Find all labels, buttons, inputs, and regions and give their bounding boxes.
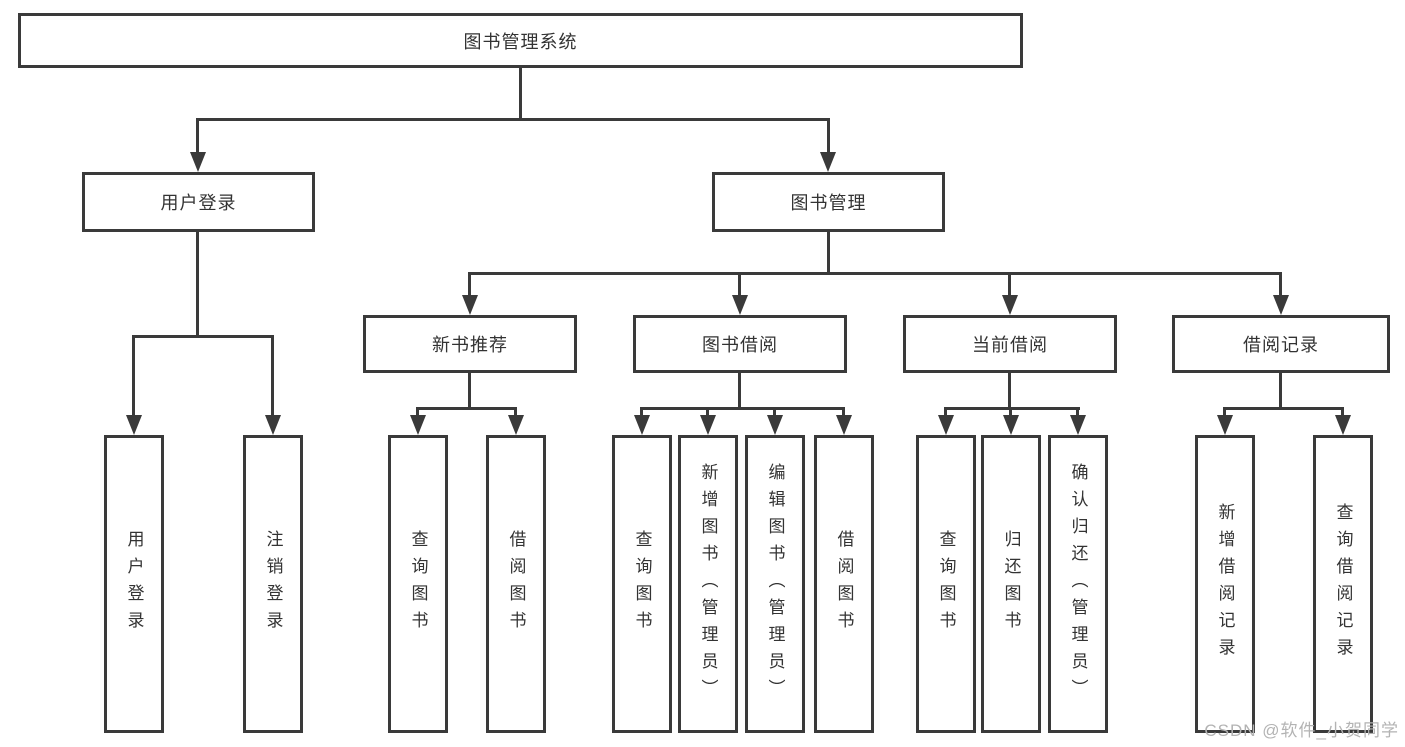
arrowhead-icon <box>1070 415 1086 435</box>
connector-drop <box>1341 407 1344 417</box>
arrowhead-icon <box>938 415 954 435</box>
connector-drop-book-borrowing <box>738 272 741 297</box>
node-book-management: 图书管理 <box>712 172 945 232</box>
arrowhead-icon <box>1335 415 1351 435</box>
connector-root-bus <box>196 118 830 121</box>
leaf-borrowing-add-books-admin: 新增图书（管理员） <box>678 435 738 733</box>
connector-user-login-stem <box>196 232 199 338</box>
leaf-borrowing-borrow-books: 借阅图书 <box>814 435 874 733</box>
node-root-label: 图书管理系统 <box>463 31 578 52</box>
arrowhead-icon <box>700 415 716 435</box>
connector-borrowing-records-stem <box>1279 373 1282 410</box>
connector-drop-borrowing-records <box>1279 272 1282 297</box>
leaf-borrowing-borrow-books-label: 借阅图书 <box>834 530 854 638</box>
arrowhead-icon <box>508 415 524 435</box>
connector-current-borrowing-stem <box>1008 373 1011 410</box>
node-book-borrowing: 图书借阅 <box>633 315 847 373</box>
arrowhead-icon <box>1003 415 1019 435</box>
node-new-book-recommend: 新书推荐 <box>363 315 577 373</box>
leaf-current-return-books-label: 归还图书 <box>1001 530 1021 638</box>
leaf-records-query-record-label: 查询借阅记录 <box>1333 503 1353 665</box>
arrowhead-icon <box>767 415 783 435</box>
leaf-current-query-books: 查询图书 <box>916 435 976 733</box>
leaf-logout-label: 注销登录 <box>263 530 283 638</box>
arrowhead-icon <box>820 152 836 172</box>
connector-book-management-bus <box>468 272 1282 275</box>
leaf-borrowing-query-books-label: 查询图书 <box>632 530 652 638</box>
connector-user-login-bus <box>132 335 274 338</box>
node-book-management-label: 图书管理 <box>790 193 867 213</box>
leaf-records-query-record: 查询借阅记录 <box>1313 435 1373 733</box>
connector-book-borrowing-stem <box>738 373 741 410</box>
leaf-recommend-borrow-books: 借阅图书 <box>486 435 546 733</box>
leaf-borrowing-edit-books-admin: 编辑图书（管理员） <box>745 435 805 733</box>
arrowhead-icon <box>634 415 650 435</box>
connector-drop-logout-leaf <box>271 335 274 417</box>
connector-current-borrowing-bus <box>944 407 1080 410</box>
leaf-records-add-record: 新增借阅记录 <box>1195 435 1255 733</box>
leaf-user-login: 用户登录 <box>104 435 164 733</box>
connector-borrowing-records-bus <box>1223 407 1344 410</box>
arrowhead-icon <box>190 152 206 172</box>
leaf-records-add-record-label: 新增借阅记录 <box>1215 503 1235 665</box>
node-user-login: 用户登录 <box>82 172 315 232</box>
leaf-recommend-query-books: 查询图书 <box>388 435 448 733</box>
connector-drop <box>842 407 845 417</box>
connector-drop-user-login <box>196 118 199 154</box>
arrowhead-icon <box>1273 295 1289 315</box>
leaf-current-return-books: 归还图书 <box>981 435 1041 733</box>
connector-new-book-recommend-stem <box>468 373 471 410</box>
node-user-login-label: 用户登录 <box>160 193 237 213</box>
leaf-current-confirm-return-admin: 确认归还（管理员） <box>1048 435 1108 733</box>
node-root: 图书管理系统 <box>18 13 1023 68</box>
arrowhead-icon <box>1217 415 1233 435</box>
arrowhead-icon <box>462 295 478 315</box>
connector-book-borrowing-bus <box>640 407 845 410</box>
arrowhead-icon <box>836 415 852 435</box>
node-borrowing-records-label: 借阅记录 <box>1243 335 1319 355</box>
node-book-borrowing-label: 图书借阅 <box>702 335 778 355</box>
arrowhead-icon <box>126 415 142 435</box>
leaf-borrowing-add-books-admin-label: 新增图书（管理员） <box>698 462 718 706</box>
connector-drop <box>706 407 709 417</box>
connector-drop-book-management <box>827 118 830 154</box>
leaf-logout: 注销登录 <box>243 435 303 733</box>
connector-drop <box>1009 407 1012 417</box>
connector-book-management-stem <box>827 232 830 275</box>
arrowhead-icon <box>265 415 281 435</box>
node-new-book-recommend-label: 新书推荐 <box>432 335 508 355</box>
node-current-borrowing: 当前借阅 <box>903 315 1117 373</box>
connector-drop <box>1076 407 1079 417</box>
connector-drop <box>514 407 517 417</box>
arrowhead-icon <box>732 295 748 315</box>
leaf-current-confirm-return-admin-label: 确认归还（管理员） <box>1068 462 1088 706</box>
node-borrowing-records: 借阅记录 <box>1172 315 1390 373</box>
watermark: CSDN @软件_小贺同学 <box>1204 721 1399 740</box>
connector-drop-current-borrowing <box>1008 272 1011 297</box>
connector-drop-new-book-recommend <box>468 272 471 297</box>
leaf-user-login-label: 用户登录 <box>124 530 144 638</box>
connector-drop <box>416 407 419 417</box>
leaf-borrowing-query-books: 查询图书 <box>612 435 672 733</box>
leaf-borrowing-edit-books-admin-label: 编辑图书（管理员） <box>765 462 785 706</box>
connector-drop <box>944 407 947 417</box>
node-current-borrowing-label: 当前借阅 <box>972 335 1048 355</box>
arrowhead-icon <box>410 415 426 435</box>
connector-new-book-recommend-bus <box>416 407 517 410</box>
leaf-recommend-query-books-label: 查询图书 <box>408 530 428 638</box>
leaf-recommend-borrow-books-label: 借阅图书 <box>506 530 526 638</box>
leaf-current-query-books-label: 查询图书 <box>936 530 956 638</box>
arrowhead-icon <box>1002 295 1018 315</box>
connector-root-stem <box>519 68 522 121</box>
connector-drop <box>1223 407 1226 417</box>
connector-drop <box>640 407 643 417</box>
connector-drop <box>773 407 776 417</box>
connector-drop-user-login-leaf <box>132 335 135 417</box>
